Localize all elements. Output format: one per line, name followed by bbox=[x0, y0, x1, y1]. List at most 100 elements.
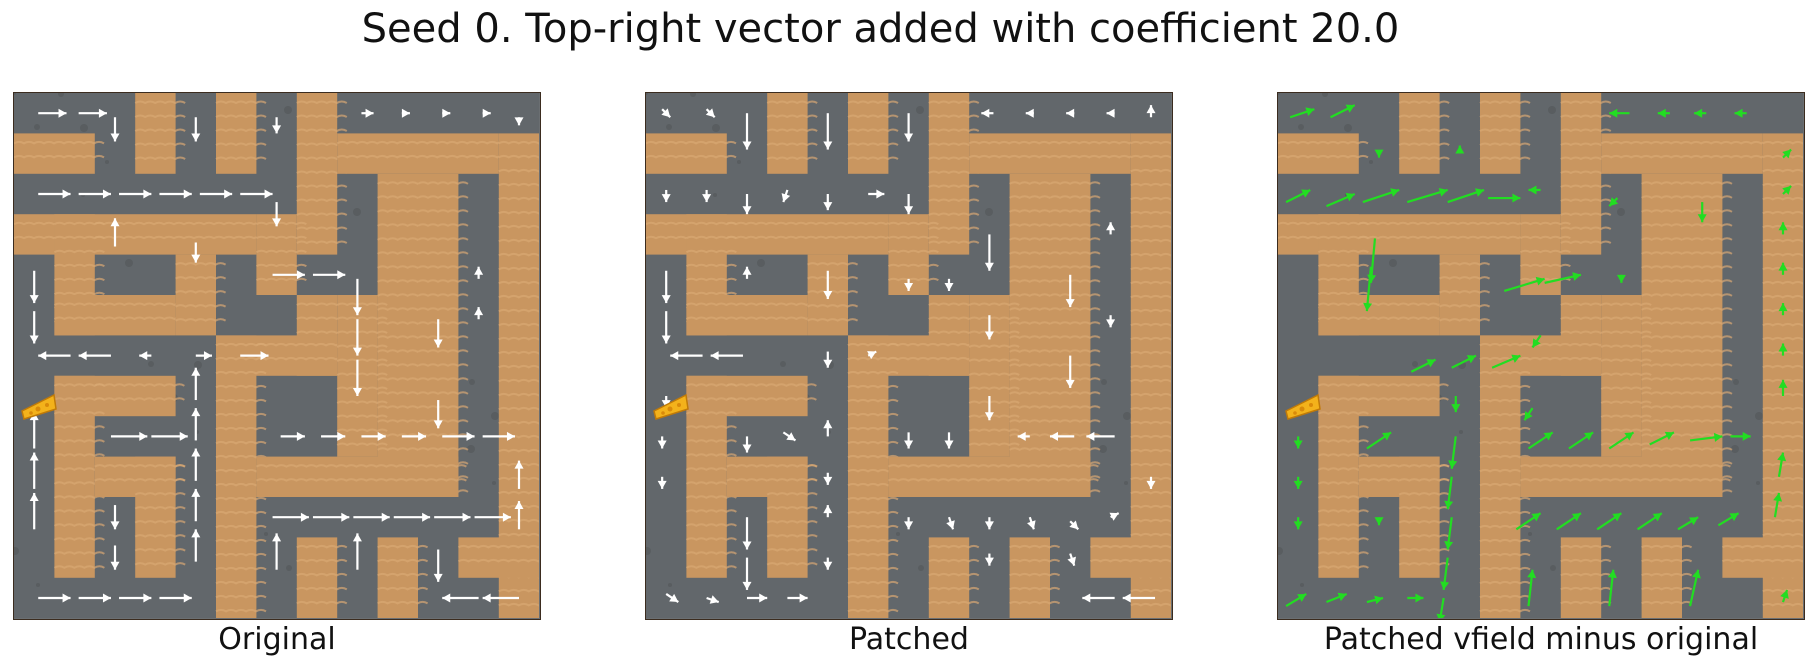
floor-speck bbox=[690, 93, 696, 97]
vector-arrow bbox=[1086, 431, 1115, 441]
wall-block bbox=[14, 133, 95, 174]
wall-stripe bbox=[807, 304, 859, 308]
wall-stripe bbox=[1130, 588, 1171, 593]
arrow-head bbox=[1528, 185, 1537, 195]
wall-stripe bbox=[1317, 509, 1369, 513]
wall-stripe bbox=[417, 223, 469, 227]
wall-stripe bbox=[1009, 544, 1061, 549]
wall-stripe bbox=[336, 372, 388, 377]
wall-stripe bbox=[296, 100, 348, 105]
arrow-head bbox=[1734, 108, 1743, 118]
arrow-head bbox=[670, 351, 679, 361]
wall-stripe bbox=[1762, 238, 1803, 243]
vector-arrow bbox=[1293, 476, 1303, 489]
vector-arrow bbox=[1780, 589, 1789, 603]
vector-arrow bbox=[661, 311, 671, 344]
arrow-head bbox=[474, 266, 484, 275]
vector-arrow bbox=[78, 108, 107, 118]
arrow-head bbox=[657, 480, 667, 489]
wall-stripe bbox=[766, 520, 818, 524]
cheese-hole bbox=[661, 411, 665, 415]
wall-stripe bbox=[53, 383, 105, 387]
floor-speck bbox=[14, 93, 16, 95]
vector-arrow bbox=[352, 533, 362, 570]
wall-block bbox=[296, 537, 338, 618]
wall-stripe bbox=[968, 372, 1020, 377]
maze-wall bbox=[134, 456, 186, 578]
wall-stripe bbox=[847, 342, 899, 347]
wall-stripe bbox=[968, 386, 1020, 391]
wall-stripe bbox=[296, 572, 348, 577]
wall-stripe bbox=[255, 221, 307, 226]
wall-stripe bbox=[1317, 495, 1369, 499]
wall-stripe bbox=[1600, 154, 1772, 159]
arrow-head bbox=[904, 206, 914, 215]
floor-speck bbox=[58, 93, 64, 97]
wall-stripe bbox=[134, 562, 186, 566]
wall-stripe bbox=[1317, 249, 1369, 254]
maze-wall bbox=[296, 537, 348, 618]
wall-stripe bbox=[215, 524, 267, 529]
wall-stripe bbox=[1439, 276, 1491, 280]
wall-stripe bbox=[134, 548, 186, 552]
vector-arrow bbox=[280, 431, 305, 441]
wall-stripe bbox=[1130, 504, 1171, 509]
wall-stripe bbox=[847, 538, 899, 543]
floor-speck bbox=[1322, 93, 1328, 97]
wall-stripe bbox=[1762, 392, 1803, 397]
arrow-head bbox=[661, 108, 671, 118]
wall-stripe bbox=[766, 506, 818, 510]
arrow-head bbox=[1778, 379, 1788, 388]
wall-stripe bbox=[1009, 600, 1061, 605]
arrow-head bbox=[984, 412, 994, 421]
arrow-head bbox=[1066, 108, 1075, 118]
wall-block bbox=[256, 214, 297, 295]
vector-arrow bbox=[482, 593, 519, 603]
arrow-head bbox=[709, 595, 719, 604]
vector-arrow bbox=[1363, 266, 1373, 312]
floor-speck bbox=[1344, 124, 1352, 132]
arrow-head bbox=[1082, 593, 1091, 603]
vector-arrow bbox=[191, 488, 201, 522]
floor-speck bbox=[36, 583, 40, 587]
maze-wall bbox=[255, 456, 467, 497]
wall-stripe bbox=[296, 558, 348, 563]
floor-speck bbox=[34, 124, 40, 130]
vector-arrow bbox=[401, 431, 427, 441]
arrow-head bbox=[1374, 149, 1384, 158]
arrow-head bbox=[1436, 613, 1446, 618]
floor-speck bbox=[1278, 547, 1283, 555]
maze-difference bbox=[1278, 93, 1803, 618]
arrow-head bbox=[1609, 108, 1618, 118]
arrow-head bbox=[1742, 431, 1751, 441]
vector-arrow bbox=[1326, 192, 1356, 208]
arrow-head bbox=[191, 408, 201, 417]
maze-wall bbox=[646, 133, 737, 174]
wall-stripe bbox=[336, 302, 388, 307]
wall-block bbox=[1399, 456, 1440, 578]
arrow-head bbox=[1086, 431, 1095, 441]
wall-stripe bbox=[1317, 221, 1369, 226]
wall-stripe bbox=[175, 290, 227, 294]
wall-stripe bbox=[336, 140, 508, 145]
wall-stripe bbox=[1130, 364, 1171, 369]
wall-stripe bbox=[417, 447, 469, 451]
wall-stripe bbox=[847, 524, 899, 529]
arrow-head bbox=[742, 541, 752, 550]
wall-stripe bbox=[215, 412, 267, 417]
vector-arrow bbox=[1444, 476, 1454, 510]
wall-stripe bbox=[1398, 548, 1450, 552]
vector-arrow bbox=[904, 194, 914, 215]
vector-arrow bbox=[1285, 593, 1307, 608]
arrow-head bbox=[1345, 193, 1355, 202]
wall-stripe bbox=[1317, 316, 1449, 321]
cheese-hole bbox=[1293, 411, 1297, 415]
wall-stripe bbox=[1317, 565, 1369, 569]
wall-stripe bbox=[685, 249, 737, 254]
floor-speck bbox=[1369, 160, 1373, 164]
wall-stripe bbox=[1560, 544, 1612, 549]
floor-speck bbox=[713, 193, 717, 197]
vector-arrow bbox=[661, 108, 672, 119]
wall-stripe bbox=[1317, 453, 1369, 457]
wall-stripe bbox=[685, 439, 737, 443]
